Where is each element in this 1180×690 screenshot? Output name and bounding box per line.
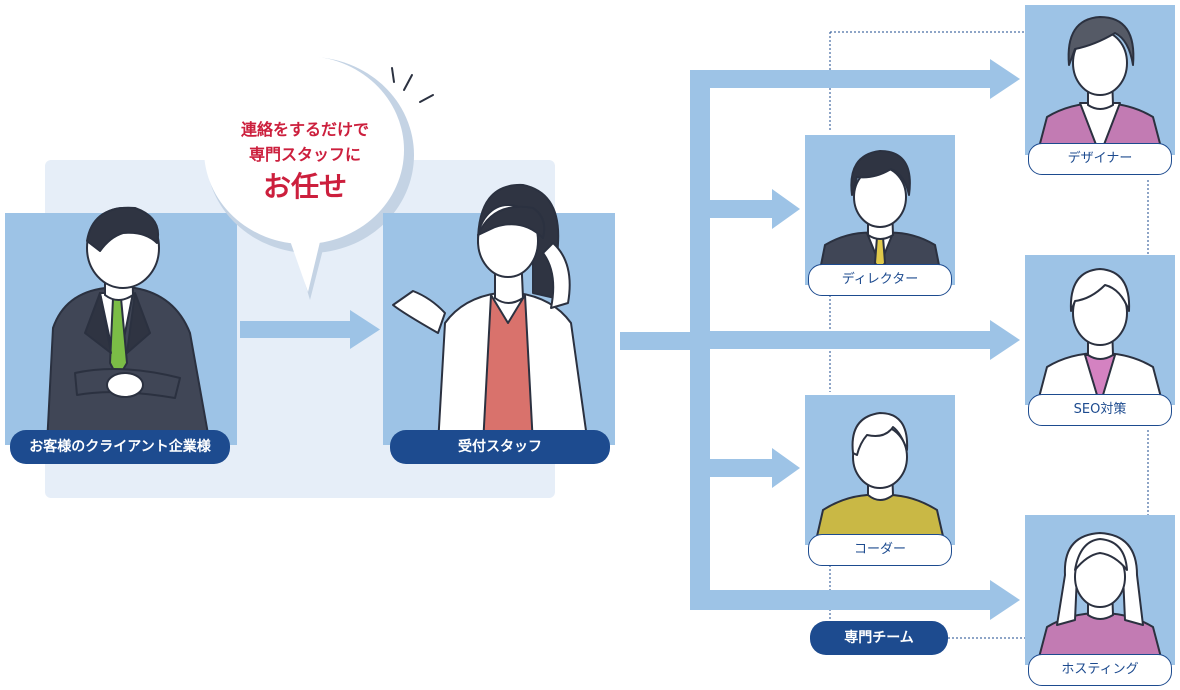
- client-label: お客様のクライアント企業様: [10, 430, 230, 464]
- bubble-line-2: 専門スタッフに: [248, 145, 361, 164]
- client-person-icon: [46, 206, 211, 446]
- seo-label: SEO対策: [1028, 394, 1172, 426]
- coder-label: コーダー: [808, 534, 952, 566]
- designer-label: デザイナー: [1028, 143, 1172, 175]
- reception-label: 受付スタッフ: [390, 430, 610, 464]
- designer-person-icon: [1036, 16, 1164, 156]
- director-person-icon: [816, 150, 944, 286]
- hosting-label: ホスティング: [1028, 654, 1172, 686]
- coder-person-icon: [814, 412, 946, 546]
- director-label: ディレクター: [808, 264, 952, 296]
- bubble-line-3: お任せ: [262, 170, 347, 203]
- hosting-person-icon: [1036, 532, 1164, 666]
- speech-bubble: [204, 56, 434, 300]
- seo-person-icon: [1036, 268, 1164, 406]
- reception-person-icon: [392, 183, 589, 446]
- bubble-line-1: 連絡をするだけで: [240, 120, 369, 139]
- team-label: 専門チーム: [810, 621, 948, 655]
